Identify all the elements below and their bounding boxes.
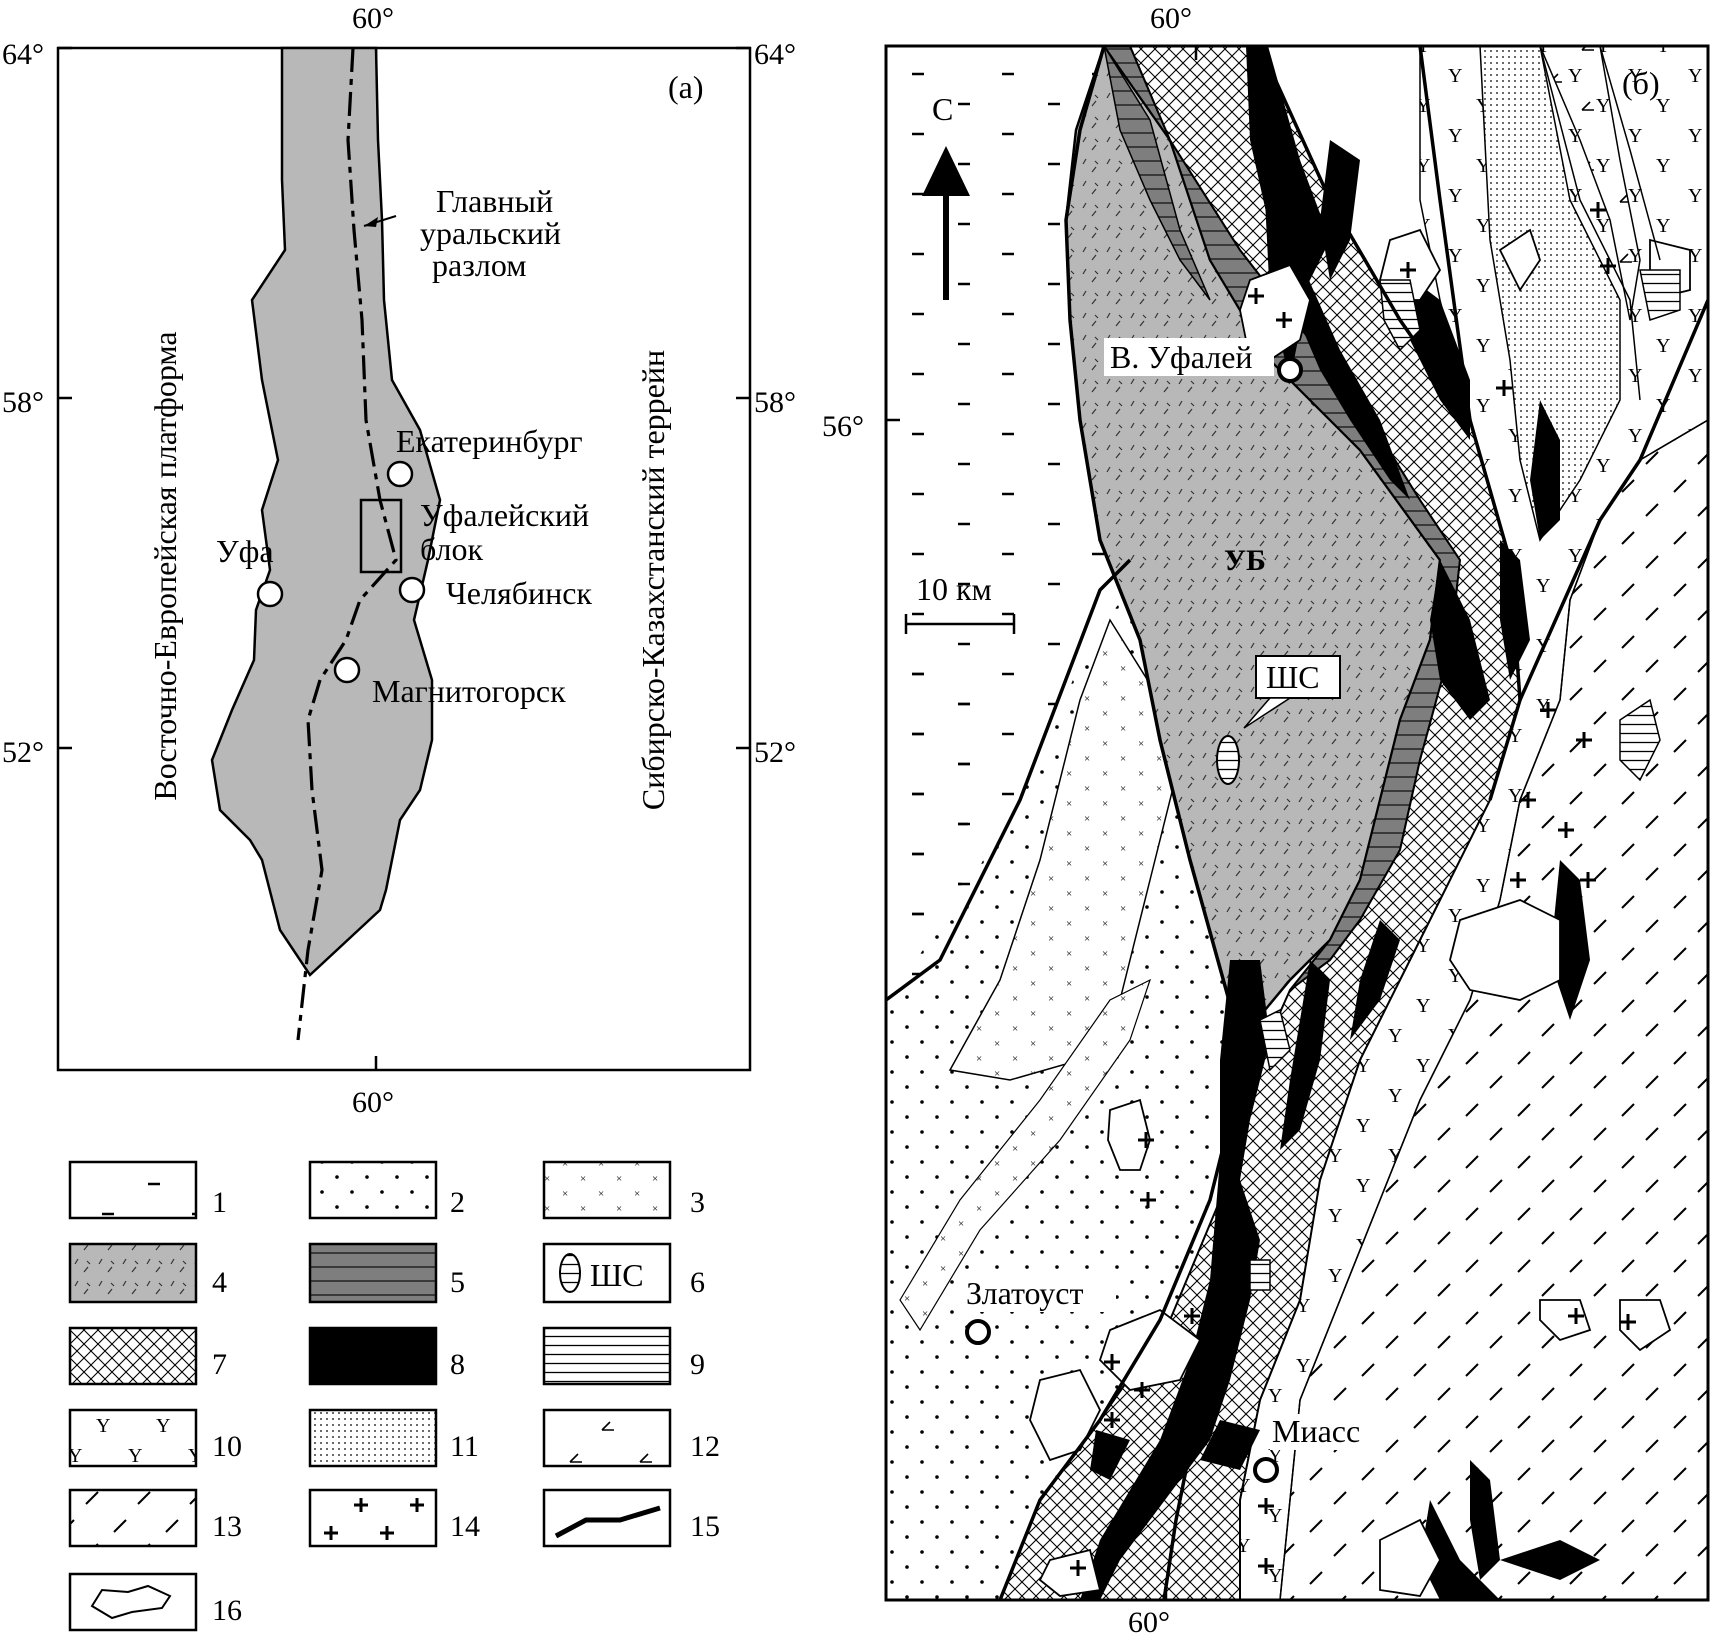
city-marker-v-ufaley [1277, 357, 1303, 383]
ub-label: УБ [1224, 544, 1266, 577]
city-label-miass: Миасс [1272, 1413, 1360, 1449]
legend-num-15: 15 [690, 1510, 720, 1543]
main-ural-fault [296, 47, 398, 1041]
fault-label-2: уральский [420, 215, 561, 251]
lat-52-right: 52° [754, 736, 796, 769]
panel-b: С 10 км (б) 60° 60° 56° В. Уфалей УБ ШС … [822, 2, 1710, 1639]
legend-swatch-2 [308, 1160, 438, 1220]
north-label: С [932, 91, 953, 127]
legend-swatch-7 [68, 1326, 198, 1386]
bottom-lon-label-b: 60° [1128, 1606, 1170, 1638]
west-region-label: Восточно-Европейская платформа [147, 331, 183, 800]
city-label-chelyabinsk: Челябинск [446, 575, 592, 611]
city-label-ekaterinburg: Екатеринбург [396, 423, 583, 459]
legend-num-11: 11 [450, 1430, 479, 1463]
panel-a-label: (а) [668, 69, 704, 105]
legend-swatch-9 [542, 1326, 672, 1386]
legend-swatch-5 [308, 1242, 438, 1304]
ufaley-block-outline [359, 498, 403, 574]
legend-shs-ellipse [559, 1253, 581, 1293]
north-arrow [922, 146, 970, 300]
legend-swatch-3 [542, 1160, 672, 1220]
shs-ellipse [1216, 735, 1240, 785]
fault-label-3: разлом [432, 247, 526, 283]
ural-fold-belt [210, 46, 442, 977]
legend-swatch-8 [308, 1326, 438, 1386]
legend-num-8: 8 [450, 1348, 465, 1381]
legend-num-9: 9 [690, 1348, 705, 1381]
top-lon-label-a: 60° [352, 2, 394, 35]
legend-swatch-15 [542, 1488, 672, 1548]
scale-label: 10 км [916, 571, 992, 607]
legend-num-14: 14 [450, 1510, 480, 1543]
legend-swatch-10 [68, 1408, 198, 1468]
city-label-zlatoust: Златоуст [966, 1275, 1084, 1311]
city-marker-magnitogorsk [333, 656, 361, 684]
city-label-magnitogorsk: Магнитогорск [372, 673, 566, 709]
legend-swatch-6 [542, 1242, 672, 1304]
legend-num-13: 13 [212, 1510, 242, 1543]
east-region-label: Сибирско-Казахстанский террейн [635, 350, 671, 810]
faults [886, 46, 1708, 1600]
legend-num-16: 16 [212, 1594, 242, 1627]
city-label-ufa: Уфа [216, 533, 274, 569]
legend: 1 2 3 4 5 ШС 6 7 8 9 10 11 12 13 [68, 1160, 720, 1632]
fine-dot-zone-11 [1479, 46, 1621, 542]
legend-plus-signs [324, 1498, 424, 1540]
city-marker-ekaterinburg [386, 460, 414, 488]
city-marker-chelyabinsk [398, 576, 426, 604]
legend-num-3: 3 [690, 1186, 705, 1219]
legend-num-10: 10 [212, 1430, 242, 1463]
legend-num-4: 4 [212, 1266, 227, 1299]
panel-a: (а) 60° 60° 64° 64° 58° 58° 52° 52° Глав… [2, 2, 796, 1119]
legend-fault-line [554, 1505, 661, 1539]
intrusions [1029, 228, 1691, 1597]
panel-b-frame [884, 44, 1710, 1602]
fault-pointer [363, 215, 397, 227]
legend-swatch-1 [68, 1160, 198, 1220]
legend-swatch-4 [68, 1242, 198, 1304]
city-label-v-ufaley: В. Уфалей [1110, 339, 1253, 375]
shs-callout [1243, 655, 1341, 729]
lat-52-left: 52° [2, 736, 44, 769]
shs-label: ШС [1266, 659, 1320, 695]
plus-signs [1070, 202, 1636, 1576]
legend-num-7: 7 [212, 1348, 227, 1381]
lat-58-left: 58° [2, 386, 44, 419]
fault-label-1: Главный [436, 183, 553, 219]
legend-shs-label: ШС [590, 1257, 644, 1293]
angle-zone-12 [1539, 46, 1641, 321]
legend-swatch-11 [308, 1408, 438, 1468]
city-marker-miass [1253, 1457, 1279, 1483]
block-label-2: блок [420, 531, 483, 567]
legend-outline-shape [90, 1584, 172, 1620]
legend-swatch-13 [68, 1488, 198, 1548]
panel-b-label: (б) [1622, 65, 1660, 101]
city-marker-ufa [256, 580, 284, 608]
legend-num-5: 5 [450, 1266, 465, 1299]
bottom-lon-label-a: 60° [352, 1086, 394, 1119]
legend-swatch-12 [542, 1408, 672, 1468]
top-lon-label-b: 60° [1150, 2, 1192, 35]
legend-num-1: 1 [212, 1186, 227, 1219]
legend-num-2: 2 [450, 1186, 465, 1219]
lat-56-label: 56° [822, 410, 864, 443]
legend-num-12: 12 [690, 1430, 720, 1463]
lat-58-right: 58° [754, 386, 796, 419]
panel-a-frame [56, 46, 752, 1072]
lat-64-left: 64° [2, 38, 44, 71]
scale-bar [904, 614, 1016, 634]
block-label-1: Уфалейский [420, 497, 589, 533]
hline-bodies-9 [1249, 269, 1681, 1291]
lat-64-right: 64° [754, 38, 796, 71]
legend-num-6: 6 [690, 1266, 705, 1299]
city-marker-zlatoust [965, 1319, 991, 1345]
